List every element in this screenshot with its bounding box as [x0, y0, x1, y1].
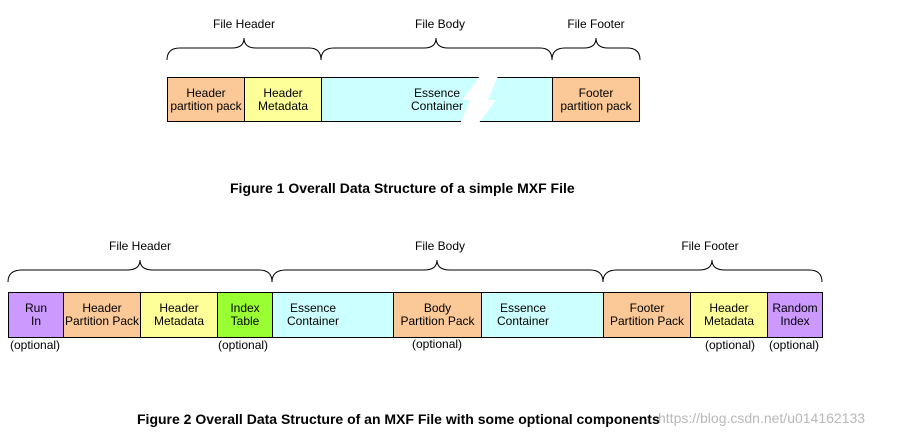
fig2-header-partition-pack-box: Header Partition Pack	[63, 292, 141, 338]
fig1-file-body-label: File Body	[414, 17, 466, 31]
fig2-run-in-text: Run In	[24, 301, 47, 328]
fig2-essence-container-text-1: Essence Container	[287, 301, 340, 328]
watermark: https://blog.csdn.net/u014162133	[658, 410, 866, 426]
fig2-file-header-label: File Header	[108, 239, 172, 253]
brace-file-body-fig1	[320, 37, 553, 61]
fig2-file-body-label: File Body	[414, 239, 466, 253]
fig2-footer-partition-pack-box: Footer Partition Pack	[603, 292, 691, 338]
fig2-footer-header-metadata-box: Header Metadata	[690, 292, 768, 338]
brace-file-footer-fig2	[602, 259, 823, 283]
fig2-random-index-text: Random Index	[772, 301, 818, 328]
fig2-index-table-box: Index Table	[217, 292, 273, 338]
fig2-body-partition-pack-box: Body Partition Pack	[393, 292, 482, 338]
fig2-essence-container-box-1: Essence Container	[272, 292, 394, 338]
fig1-break-mark	[460, 76, 498, 124]
brace-file-header-fig1	[166, 37, 322, 61]
fig1-header-partition-pack-text: Header partition pack	[170, 85, 242, 113]
brace-file-header-fig2	[7, 259, 273, 283]
fig2-run-in-box: Run In	[8, 292, 64, 338]
fig1-essence-container-text: Essence Container	[410, 85, 464, 113]
fig1-essence-container-box: Essence Container	[321, 77, 553, 122]
brace-file-footer-fig1	[551, 37, 641, 61]
fig2-header-metadata-box: Header Metadata	[140, 292, 218, 338]
fig2-file-footer-label: File Footer	[681, 239, 739, 253]
fig2-footer-header-metadata-text: Header Metadata	[703, 301, 755, 328]
fig2-random-index-box: Random Index	[767, 292, 823, 338]
figure2-caption: Figure 2 Overall Data Structure of an MX…	[137, 411, 660, 427]
optional-label-body-partition: (optional)	[412, 337, 463, 351]
fig1-header-metadata-text: Header Metadata	[257, 85, 309, 113]
fig2-essence-container-text-2: Essence Container	[497, 301, 550, 328]
fig2-essence-container-box-2: Essence Container	[481, 292, 604, 338]
fig1-footer-partition-pack-box: Footer partition pack	[552, 77, 640, 122]
optional-label-index-table: (optional)	[218, 338, 269, 352]
fig1-file-header-label: File Header	[212, 17, 276, 31]
fig1-footer-partition-pack-text: Footer partition pack	[560, 85, 632, 113]
fig1-header-partition-pack-box: Header partition pack	[167, 77, 245, 122]
fig2-body-partition-pack-text: Body Partition Pack	[400, 301, 475, 328]
fig2-header-metadata-text: Header Metadata	[153, 301, 205, 328]
brace-file-body-fig2	[271, 259, 604, 283]
fig2-header-partition-pack-text: Header Partition Pack	[64, 301, 140, 328]
optional-label-random-index: (optional)	[769, 338, 820, 352]
fig1-file-footer-label: File Footer	[567, 17, 625, 31]
optional-label-header-metadata: (optional)	[705, 338, 756, 352]
fig2-index-table-text: Index Table	[230, 301, 260, 328]
fig1-header-metadata-box: Header Metadata	[244, 77, 322, 122]
figure1-caption: Figure 1 Overall Data Structure of a sim…	[230, 180, 575, 196]
fig2-footer-partition-pack-text: Footer Partition Pack	[609, 301, 685, 328]
optional-label-run-in: (optional)	[10, 338, 61, 352]
